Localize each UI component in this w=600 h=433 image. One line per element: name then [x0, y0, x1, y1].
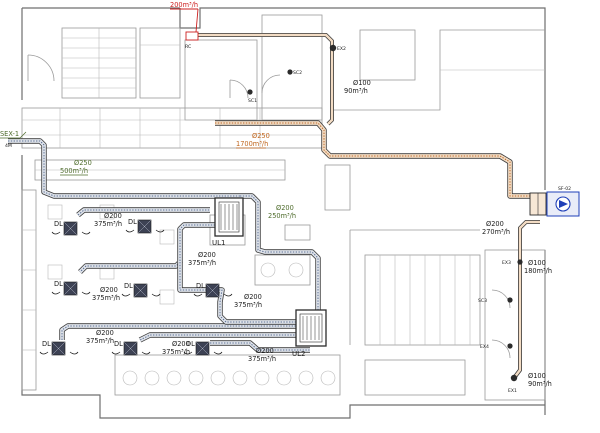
branch-label: Ø200 375m³/h: [92, 286, 120, 302]
diffuser-tag: DL: [54, 220, 63, 228]
branch-label: Ø200 375m³/h: [188, 251, 216, 267]
duct-diameter: Ø100: [528, 259, 546, 267]
grille-tag: RC: [185, 44, 191, 50]
unit-label: UL2: [292, 350, 305, 358]
diffuser-tag: DL: [114, 340, 123, 348]
duct-flow: 500m³/h: [60, 167, 88, 175]
toilet-exhaust-top-duct: [198, 33, 334, 126]
branch-label: Ø100 90m³/h: [344, 79, 371, 95]
branch-label: Ø100 180m³/h: [524, 259, 552, 275]
duct-diameter: Ø250: [74, 159, 92, 167]
duct-diameter: Ø200: [96, 329, 114, 337]
duct-flow: 375m³/h: [94, 220, 122, 228]
diffuser-tag: DL: [186, 340, 195, 348]
grilles: RC EX2 SC1 SC2 EX1 SC3 EX3 EX4: [185, 31, 523, 394]
inlet-sub: 4M: [5, 143, 12, 149]
grille-tag: EX2: [337, 46, 346, 52]
duct-flow: 1700m³/h: [236, 140, 268, 148]
fresh-air-inlet-label: SEX-1 4M: [0, 130, 27, 149]
diffuser[interactable]: DL: [54, 220, 78, 236]
grille-tag: EX3: [502, 260, 511, 266]
diffuser[interactable]: DL: [42, 340, 66, 356]
grille[interactable]: EX1: [508, 374, 518, 394]
flow-label: 200m³/h: [170, 1, 198, 9]
grille-tag: SC1: [248, 98, 257, 104]
architecture-layer: [21, 7, 546, 419]
unit-label: UL1: [212, 239, 225, 247]
supply-duct-network: [59, 193, 321, 353]
inlet-code: SEX-1: [0, 130, 19, 138]
diffuser[interactable]: DL: [124, 282, 148, 298]
kitchen-exhaust-duct: [215, 120, 540, 199]
diffuser[interactable]: DL: [196, 282, 220, 298]
exhaust-top-label: 200m³/h: [170, 1, 199, 33]
duct-flow: 375m³/h: [92, 294, 120, 302]
duct-diameter: Ø200: [104, 212, 122, 220]
fan-tag: SF-02: [558, 186, 571, 192]
diffuser-tag: DL: [54, 280, 63, 288]
grille[interactable]: EX2: [329, 44, 346, 52]
branch-label: Ø200 375m³/h: [86, 329, 114, 345]
grille[interactable]: RC: [185, 31, 199, 50]
duct-flow: 375m³/h: [86, 337, 114, 345]
roof-fan[interactable]: SF-02: [529, 186, 580, 217]
branch-label: Ø200 375m³/h: [234, 293, 262, 309]
duct-flow: 375m³/h: [188, 259, 216, 267]
duct-flow: 250m³/h: [268, 212, 296, 220]
grille-tag: SC3: [478, 298, 487, 304]
duct-flow: 270m³/h: [482, 228, 510, 236]
fresh-air-intake-duct: [8, 138, 240, 199]
grille-tag: SC2: [293, 70, 302, 76]
duct-flow: 375m³/h: [162, 348, 190, 356]
duct-diameter: Ø200: [100, 286, 118, 294]
grille[interactable]: EX4: [480, 343, 513, 350]
diffuser-tag: DL: [124, 282, 133, 290]
grille[interactable]: SC3: [478, 297, 513, 304]
grille[interactable]: EX3: [502, 259, 523, 266]
duct-flow: 90m³/h: [344, 87, 368, 95]
branch-label: Ø200 250m³/h: [268, 204, 296, 220]
duct-diameter: Ø200: [486, 220, 504, 228]
branch-label: Ø100 90m³/h: [528, 372, 552, 388]
diffuser-tag: DL: [42, 340, 51, 348]
diffuser[interactable]: DL: [128, 218, 152, 234]
duct-diameter: Ø200: [256, 347, 274, 355]
duct-flow: 180m³/h: [524, 267, 552, 275]
diffuser[interactable]: DL: [54, 280, 78, 296]
duct-diameter: Ø200: [172, 340, 190, 348]
duct-diameter: Ø200: [276, 204, 294, 212]
branch-label: Ø200 270m³/h: [482, 220, 510, 236]
branch-label: Ø200 375m³/h: [248, 347, 276, 363]
diffuser-tag: DL: [196, 282, 205, 290]
duct-flow: 375m³/h: [234, 301, 262, 309]
diffuser-tag: DL: [128, 218, 137, 226]
grille[interactable]: SC2: [287, 69, 302, 76]
branch-label: Ø200 375m³/h: [162, 340, 190, 356]
kitchen-exhaust-label: Ø250 1700m³/h: [236, 132, 270, 149]
duct-flow: 90m³/h: [528, 380, 552, 388]
unit-ul1[interactable]: UL1: [212, 197, 244, 247]
duct-diameter: Ø200: [198, 251, 216, 259]
right-riser-duct: [512, 220, 540, 380]
grille-tag: EX1: [508, 388, 517, 394]
duct-diameter: Ø200: [244, 293, 262, 301]
grille[interactable]: SC1: [247, 89, 257, 104]
branch-label: Ø200 375m³/h: [94, 212, 122, 228]
duct-flow: 375m³/h: [248, 355, 276, 363]
diffuser[interactable]: DL: [186, 340, 210, 356]
unit-ul2[interactable]: UL2: [292, 309, 327, 358]
duct-diameter: Ø100: [528, 372, 546, 380]
diffusers: DL DL DL DL DL: [42, 218, 220, 356]
grille-tag: EX4: [480, 344, 489, 350]
duct-diameter: Ø250: [252, 132, 270, 140]
diffuser[interactable]: DL: [114, 340, 138, 356]
main-intake-label: Ø250 500m³/h: [60, 159, 92, 176]
duct-diameter: Ø100: [353, 79, 371, 87]
airflow-arrows: [39, 229, 233, 355]
